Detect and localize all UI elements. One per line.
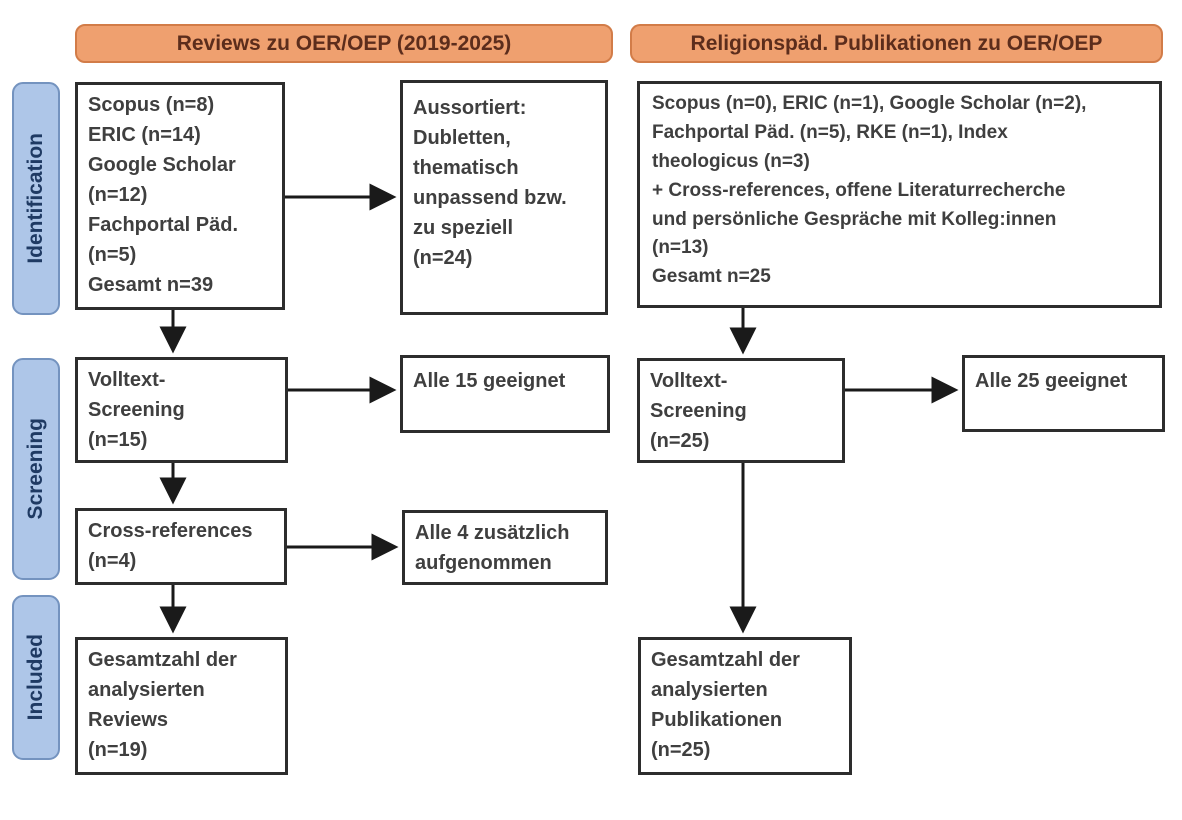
box-left-crossref-result: Alle 4 zusätzlich aufgenommen [402,510,608,585]
stage-label-included-text: Included [24,634,47,721]
box-left-crossreferences: Cross-references (n=4) [75,508,287,585]
stage-label-screening-text: Screening [24,418,47,520]
box-right-identification: Scopus (n=0), ERIC (n=1), Google Scholar… [637,81,1162,308]
box-left-included-total: Gesamtzahl der analysierten Reviews (n=1… [75,637,288,775]
stage-label-identification: Identification [12,82,60,315]
stage-label-included: Included [12,595,60,760]
box-right-fulltext-screening: Volltext- Screening (n=25) [637,358,845,463]
stage-label-screening: Screening [12,358,60,580]
stage-label-identification-text: Identification [24,133,47,264]
box-right-fulltext-result: Alle 25 geeignet [962,355,1165,432]
box-right-included-total: Gesamtzahl der analysierten Publikatione… [638,637,852,775]
box-left-fulltext-screening: Volltext- Screening (n=15) [75,357,288,463]
column-header-religionspaed: Religionspäd. Publikationen zu OER/OEP [630,24,1163,63]
box-left-excluded: Aussortiert: Dubletten, thematisch unpas… [400,80,608,315]
box-left-identification: Scopus (n=8) ERIC (n=14) Google Scholar … [75,82,285,310]
column-header-reviews: Reviews zu OER/OEP (2019-2025) [75,24,613,63]
box-left-fulltext-result: Alle 15 geeignet [400,355,610,433]
